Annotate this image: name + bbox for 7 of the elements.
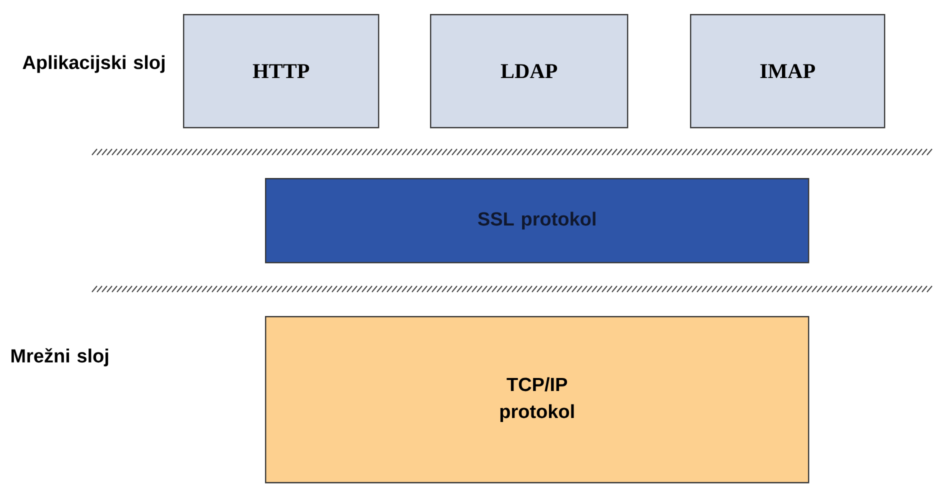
protocol-box: HTTP: [183, 14, 380, 128]
protocol-box: LDAP: [430, 14, 628, 128]
layer-label: Aplikacijski sloj: [22, 55, 164, 73]
layer-label: Mrežni sloj: [11, 348, 108, 366]
protocol-layer-box: TCP/IP protokol: [265, 316, 810, 484]
protocol-layer-bar: SSL protokol: [265, 178, 810, 264]
protocol-box: IMAP: [690, 14, 886, 128]
